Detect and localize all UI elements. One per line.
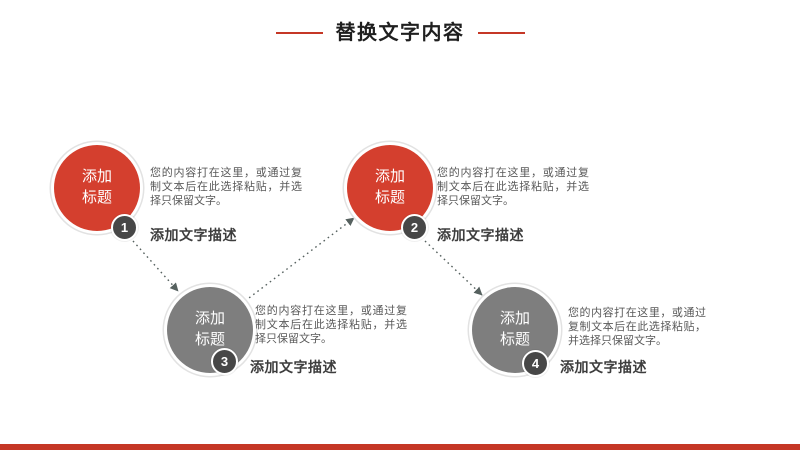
step-4-circle-title-line2: 标题 <box>499 331 530 348</box>
slide-header: 替换文字内容 <box>0 22 800 44</box>
step-2-circle-title-line1: 添加 <box>374 168 405 186</box>
arrow-step2-to-step4 <box>424 240 483 296</box>
bottom-accent-bar <box>0 444 800 450</box>
title-rule-right <box>477 32 525 34</box>
step-2-circle-title-line2: 标题 <box>374 189 405 206</box>
step-4-number-badge: 4 <box>522 350 549 377</box>
step-3-circle-title-line2: 标题 <box>194 331 225 348</box>
slide-title: 替换文字内容 <box>335 22 465 44</box>
step-3-circle-title-line1: 添加 <box>194 310 225 328</box>
step-3-circle: 添加 标题 <box>167 287 253 373</box>
step-2-label: 添加文字描述 <box>437 227 524 243</box>
step-1-body-text: 您的内容打在这里，或通过复制文本后在此选择粘贴，并选择只保留文字。 <box>150 167 302 207</box>
step-1-label: 添加文字描述 <box>150 227 237 243</box>
step-4-label: 添加文字描述 <box>560 359 647 375</box>
arrow-step3-to-step2 <box>244 217 355 302</box>
title-rule-left <box>275 32 323 34</box>
step-2-body-text: 您的内容打在这里，或通过复制文本后在此选择粘贴，并选择只保留文字。 <box>437 167 589 207</box>
step-4-body-text: 您的内容打在这里，或通过复制文本后在此选择粘贴，并选择只保留文字。 <box>568 307 706 347</box>
step-1-circle-title-line2: 标题 <box>81 189 112 206</box>
step-1-number-badge: 1 <box>111 214 138 241</box>
step-4-circle-title-line1: 添加 <box>499 310 530 328</box>
step-3-label: 添加文字描述 <box>250 359 337 375</box>
step-3-number-badge: 3 <box>211 348 238 375</box>
step-3-body-text: 您的内容打在这里，或通过复制文本后在此选择粘贴，并选择只保留文字。 <box>255 305 407 345</box>
step-2-number-badge: 2 <box>401 214 428 241</box>
arrow-step1-to-step3 <box>132 240 179 292</box>
step-1-circle-title-line1: 添加 <box>81 168 112 186</box>
